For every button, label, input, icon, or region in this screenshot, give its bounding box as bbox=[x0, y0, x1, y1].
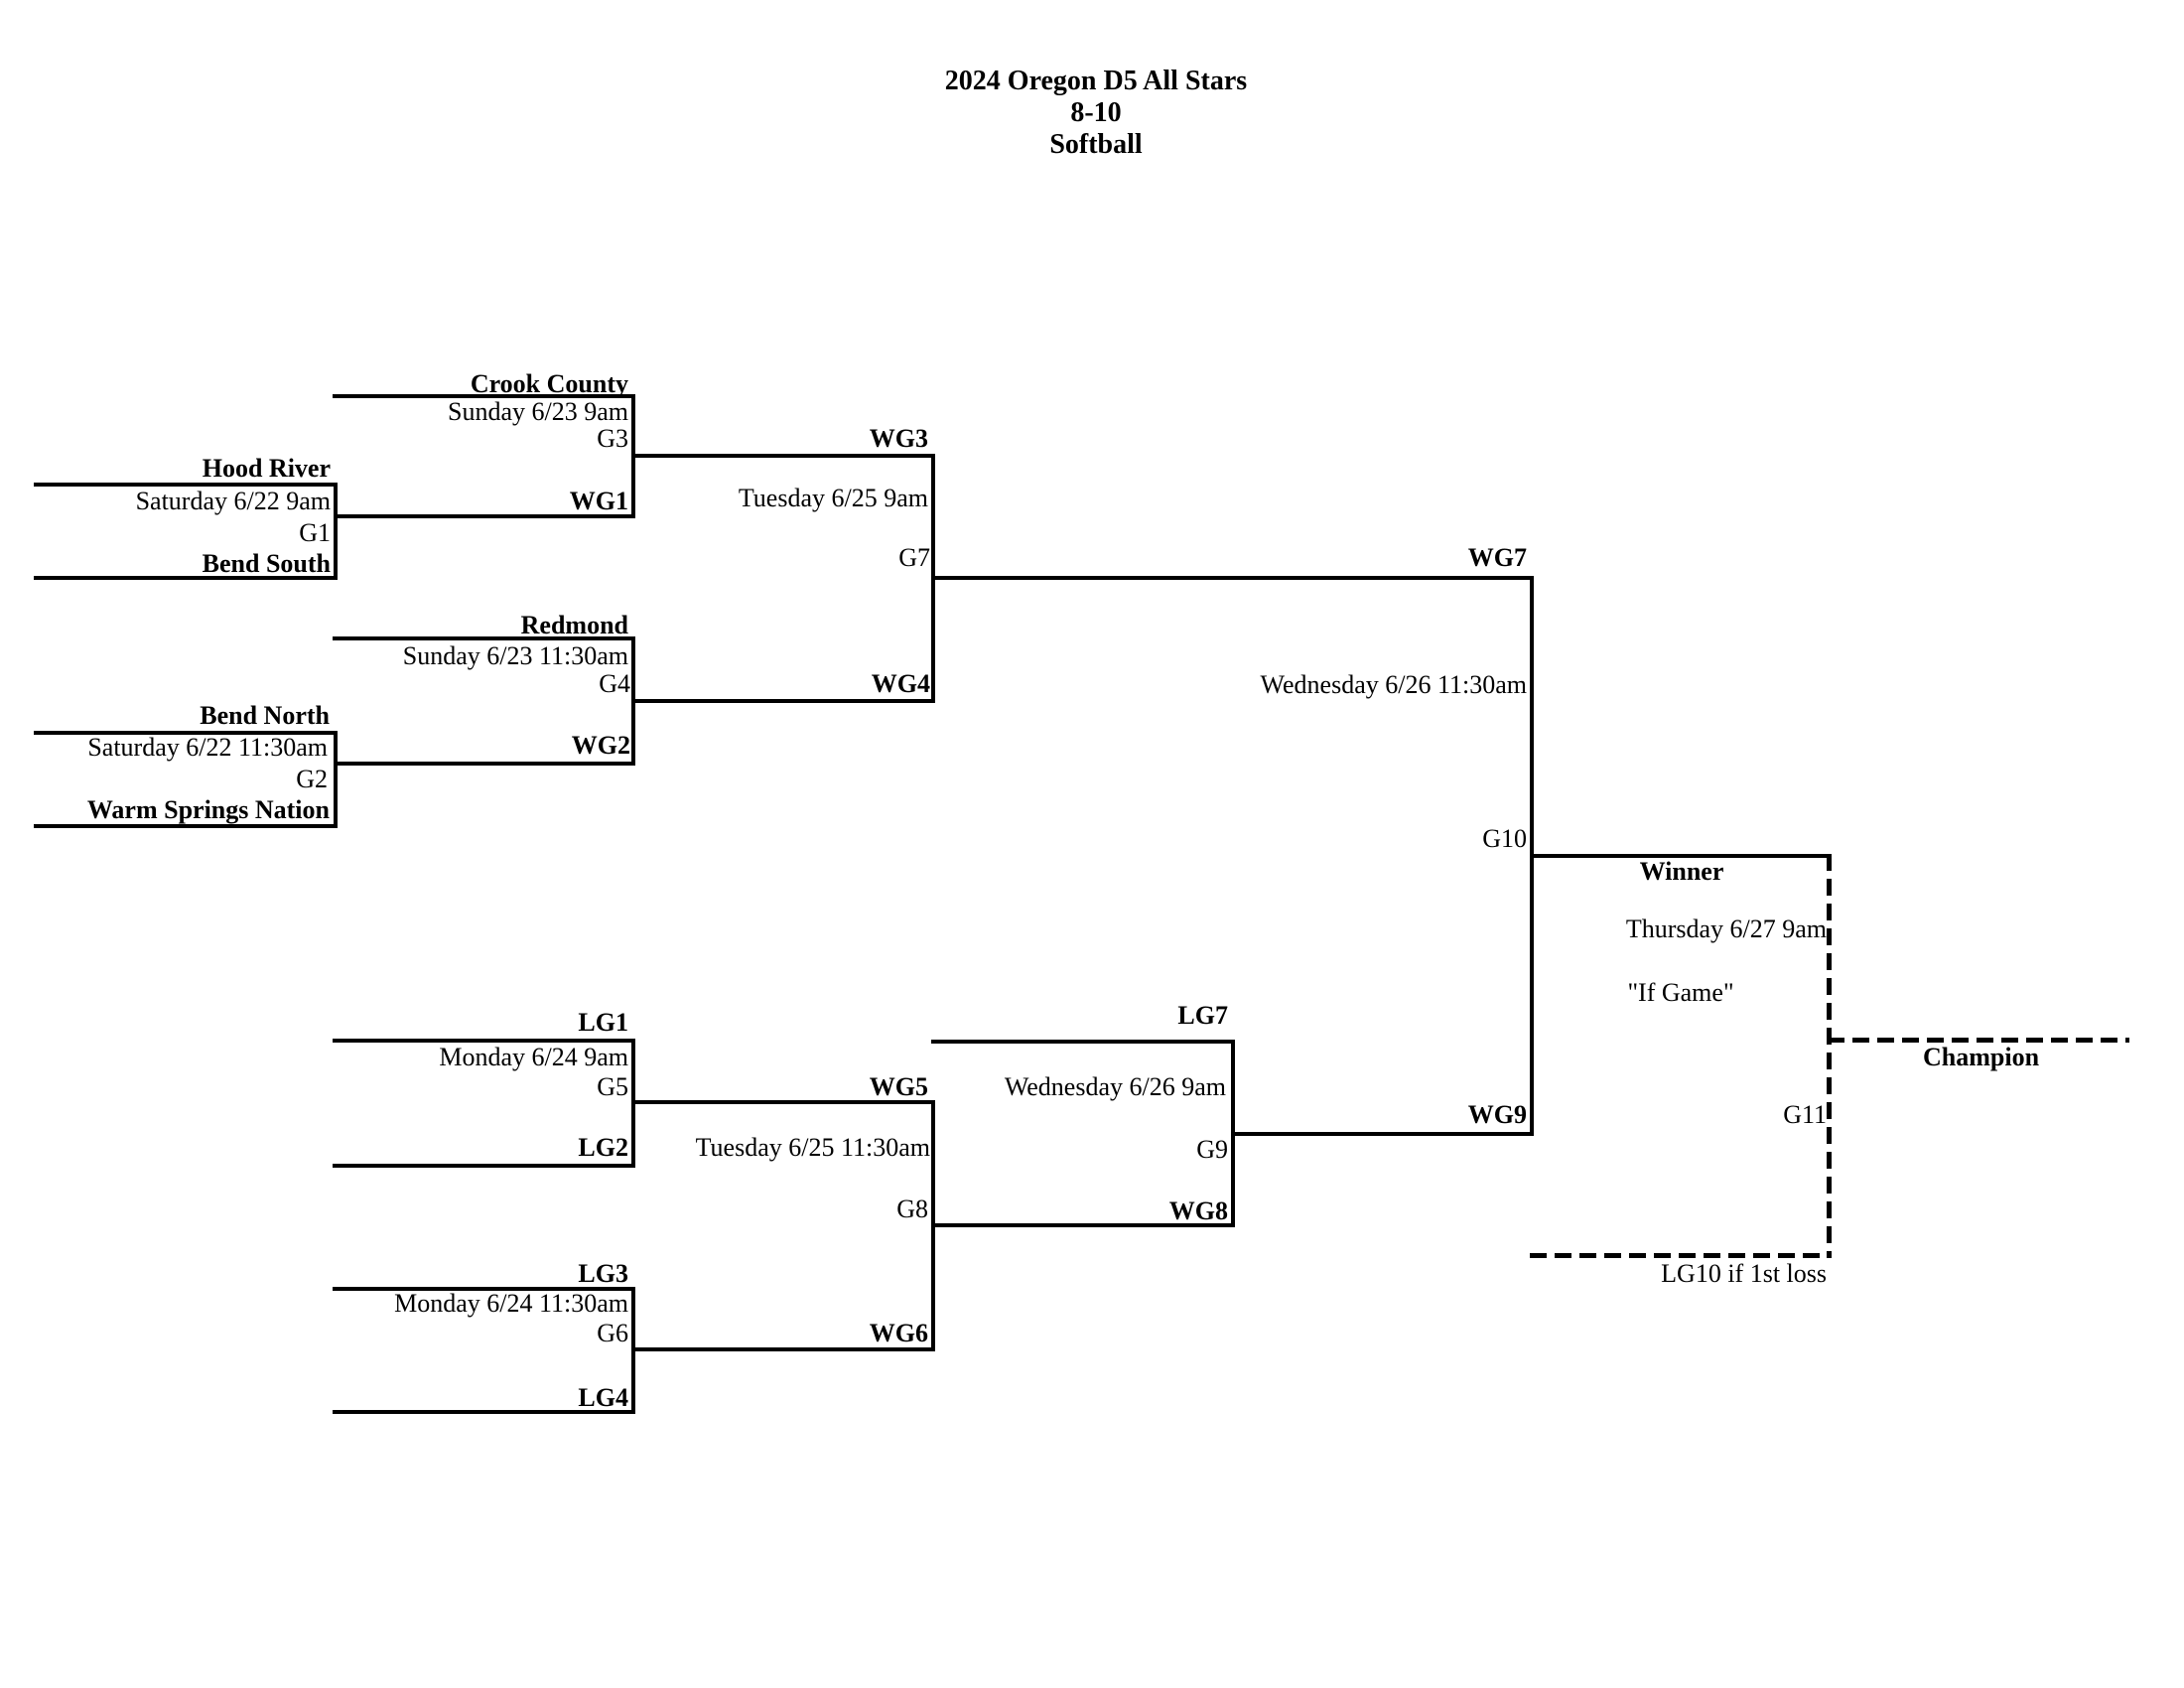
line-g3-exit-wg3 bbox=[631, 454, 935, 458]
winner-wg2: WG2 bbox=[571, 731, 630, 760]
team-warm-springs: Warm Springs Nation bbox=[86, 795, 330, 824]
date-g9: Wednesday 6/26 9am bbox=[1004, 1072, 1226, 1101]
line-champion bbox=[1828, 1038, 2129, 1043]
line-g6-connector bbox=[631, 1287, 635, 1414]
game-g1: G1 bbox=[299, 518, 331, 547]
line-g5-exit-wg5 bbox=[631, 1100, 935, 1104]
game-g11: G11 bbox=[1783, 1100, 1827, 1129]
game-g6: G6 bbox=[597, 1319, 628, 1347]
title-line-1: 2024 Oregon D5 All Stars bbox=[944, 66, 1248, 96]
game-g8: G8 bbox=[896, 1195, 928, 1223]
loser-lg3: LG3 bbox=[578, 1259, 628, 1288]
winner-wg5: WG5 bbox=[869, 1072, 928, 1101]
date-g7: Tuesday 6/25 9am bbox=[738, 484, 928, 512]
winner-wg3: WG3 bbox=[869, 424, 928, 453]
line-g5-top-lg1 bbox=[333, 1039, 635, 1043]
line-g6-bottom-lg4 bbox=[333, 1410, 635, 1414]
date-g5: Monday 6/24 9am bbox=[439, 1043, 628, 1071]
line-g1-top bbox=[34, 483, 338, 487]
line-g2-connector bbox=[334, 731, 338, 828]
date-g2: Saturday 6/22 11:30am bbox=[87, 733, 328, 762]
note-champion: Champion bbox=[1923, 1043, 2040, 1071]
date-g4: Sunday 6/23 11:30am bbox=[402, 641, 628, 670]
line-g2-exit-wg2 bbox=[334, 762, 635, 766]
line-g4-top-redmond bbox=[333, 636, 635, 640]
line-g2-bottom bbox=[34, 824, 338, 828]
winner-wg1: WG1 bbox=[569, 487, 628, 515]
line-g4-connector bbox=[631, 636, 635, 766]
line-g1-exit-wg1 bbox=[334, 514, 635, 518]
loser-lg1: LG1 bbox=[578, 1008, 628, 1037]
line-g3-connector bbox=[631, 394, 635, 518]
team-crook-county: Crook County bbox=[470, 369, 628, 398]
line-g8-connector bbox=[931, 1100, 935, 1351]
winner-wg7: WG7 bbox=[1467, 543, 1527, 572]
team-hood-river: Hood River bbox=[202, 454, 331, 483]
line-g5-connector bbox=[631, 1039, 635, 1168]
loser-lg2: LG2 bbox=[578, 1133, 628, 1162]
loser-lg4: LG4 bbox=[578, 1383, 628, 1412]
date-g8: Tuesday 6/25 11:30am bbox=[695, 1133, 930, 1162]
line-g10-connector bbox=[1530, 576, 1534, 1136]
line-g11-connector bbox=[1827, 854, 1832, 1258]
line-lg10 bbox=[1530, 1253, 1832, 1258]
title-line-2: 8-10 bbox=[1070, 97, 1122, 128]
date-g1: Saturday 6/22 9am bbox=[135, 487, 331, 515]
game-g2: G2 bbox=[296, 765, 328, 793]
winner-wg8: WG8 bbox=[1168, 1196, 1228, 1225]
line-g4-exit-wg4 bbox=[631, 699, 935, 703]
date-g10: Wednesday 6/26 11:30am bbox=[1260, 670, 1527, 699]
winner-wg6: WG6 bbox=[869, 1319, 928, 1347]
game-g10: G10 bbox=[1482, 824, 1527, 853]
date-g3: Sunday 6/23 9am bbox=[448, 397, 628, 426]
team-bend-south: Bend South bbox=[202, 549, 331, 578]
line-g5-bottom-lg2 bbox=[333, 1164, 635, 1168]
line-g2-top bbox=[34, 731, 338, 735]
winner-wg4: WG4 bbox=[871, 669, 930, 698]
game-g7: G7 bbox=[898, 543, 930, 572]
title-line-3: Softball bbox=[1049, 129, 1143, 160]
line-g9-connector bbox=[1231, 1040, 1235, 1227]
game-g9: G9 bbox=[1196, 1135, 1228, 1164]
note-if-game: "If Game" bbox=[1627, 978, 1734, 1007]
team-bend-north: Bend North bbox=[200, 701, 330, 730]
line-g9-top-lg7 bbox=[931, 1040, 1235, 1044]
winner-wg9: WG9 bbox=[1467, 1100, 1527, 1129]
loser-lg7: LG7 bbox=[1177, 1001, 1228, 1030]
line-g8-exit-wg8 bbox=[931, 1223, 1235, 1227]
line-g7-connector bbox=[931, 454, 935, 703]
line-g1-bottom bbox=[34, 576, 338, 580]
note-lg10: LG10 if 1st loss bbox=[1661, 1259, 1827, 1288]
date-g6: Monday 6/24 11:30am bbox=[394, 1289, 628, 1318]
line-g9-exit-wg9 bbox=[1231, 1132, 1534, 1136]
line-g7-exit-wg7 bbox=[931, 576, 1534, 580]
line-g6-top-lg3 bbox=[333, 1287, 635, 1291]
line-g1-connector bbox=[334, 483, 338, 580]
game-g5: G5 bbox=[597, 1072, 628, 1101]
line-g10-exit bbox=[1530, 854, 1832, 858]
line-g3-top-crook bbox=[333, 394, 635, 398]
note-winner: Winner bbox=[1639, 857, 1724, 886]
line-g6-exit-wg6 bbox=[631, 1347, 935, 1351]
team-redmond: Redmond bbox=[520, 611, 628, 639]
game-g4: G4 bbox=[599, 669, 630, 698]
game-g3: G3 bbox=[597, 424, 628, 453]
date-g11: Thursday 6/27 9am bbox=[1625, 914, 1827, 943]
